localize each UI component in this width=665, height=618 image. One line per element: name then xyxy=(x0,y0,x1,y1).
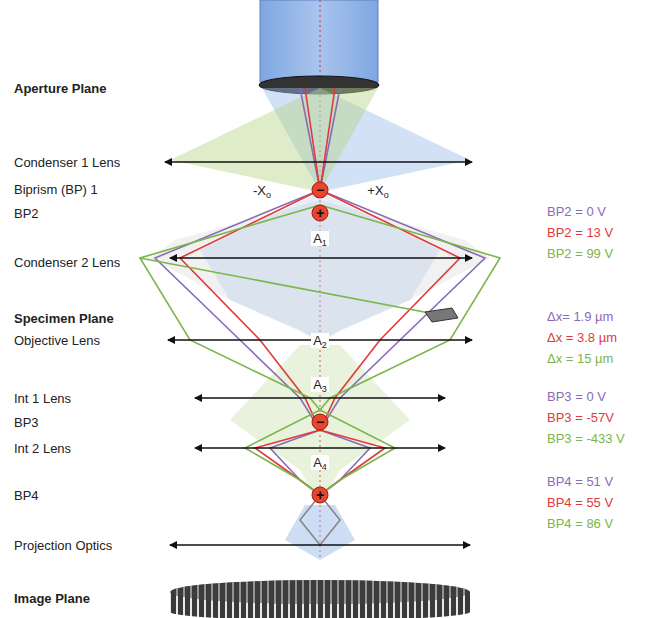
voltage-value: BP2 = 0 V xyxy=(545,204,608,219)
voltage-value: BP4 = 55 V xyxy=(545,495,615,510)
lens-label: Int 2 Lens xyxy=(12,441,73,456)
biprism-label: BP4 xyxy=(12,488,41,503)
biprism-label: Biprism (BP) 1 xyxy=(12,182,100,197)
voltage-value: BP4 = 86 V xyxy=(545,516,615,531)
plane-label: Specimen Plane xyxy=(12,311,116,326)
lens-label: Int 1 Lens xyxy=(12,391,73,406)
plane-label: Image Plane xyxy=(12,591,92,606)
plane-marker: A1 xyxy=(311,231,329,246)
plane-marker: A4 xyxy=(311,455,329,470)
lens-label: Objective Lens xyxy=(12,333,102,348)
plane-marker: A3 xyxy=(311,377,329,392)
lens-label: Condenser 1 Lens xyxy=(12,155,122,170)
voltage-value: BP2 = 99 V xyxy=(545,246,615,261)
charge-sign: + xyxy=(314,206,326,221)
lens-label: Projection Optics xyxy=(12,538,114,553)
spacing-value: Δx = 3.8 µm xyxy=(545,330,619,345)
biprism-label: BP2 xyxy=(12,206,41,221)
biprism-label: BP3 xyxy=(12,415,41,430)
lens-label: Condenser 2 Lens xyxy=(12,255,122,270)
plane-marker: A2 xyxy=(311,333,329,348)
position-label: -Xo xyxy=(251,183,273,198)
charge-sign: − xyxy=(314,415,326,430)
voltage-value: BP4 = 51 V xyxy=(545,474,615,489)
voltage-value: BP3 = 0 V xyxy=(545,389,608,404)
position-label: +Xo xyxy=(365,183,390,198)
spacing-value: Δx= 1.9 µm xyxy=(545,309,615,324)
voltage-value: BP2 = 13 V xyxy=(545,225,615,240)
charge-sign: + xyxy=(314,488,326,503)
voltage-value: BP3 = -433 V xyxy=(545,431,627,446)
plane-label: Aperture Plane xyxy=(12,81,108,96)
voltage-value: BP3 = -57V xyxy=(545,410,616,425)
charge-sign: − xyxy=(314,183,326,198)
spacing-value: Δx = 15 µm xyxy=(545,351,615,366)
